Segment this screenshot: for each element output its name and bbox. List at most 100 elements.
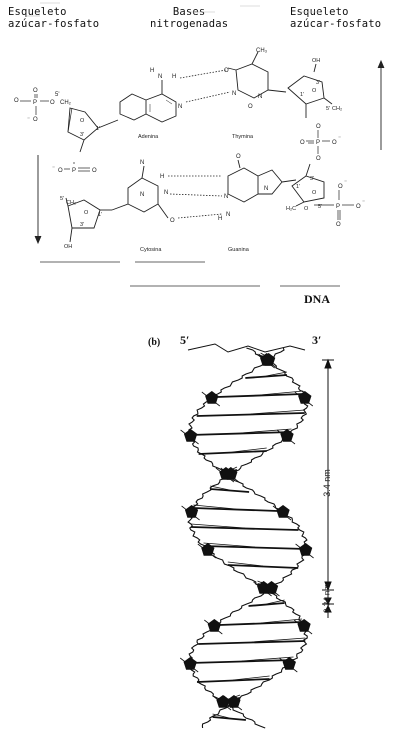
guanine-rings [227, 159, 297, 203]
phosphate-link [293, 619, 313, 635]
svg-text:O: O [304, 206, 309, 212]
base-pair-rung [190, 523, 299, 531]
left-sugar-top [67, 107, 119, 153]
svg-text:3': 3' [80, 132, 84, 138]
sugar-pentagon [205, 391, 219, 404]
svg-text:⁻: ⁻ [344, 180, 347, 186]
svg-text:O: O [58, 168, 63, 174]
cytosine-ring [111, 165, 169, 219]
base-pair-rung [196, 675, 270, 683]
svg-text:N: N [258, 94, 262, 100]
phosphate-link [181, 505, 200, 521]
five-prime-end-label: 5′ [180, 333, 190, 347]
sugar-pentagon [184, 505, 199, 518]
svg-text:N: N [164, 190, 168, 196]
phosphate-link [258, 353, 277, 369]
sugar-pentagon [183, 657, 197, 670]
svg-text:5': 5' [326, 106, 330, 112]
base-pair-rung [248, 599, 285, 607]
left-backbone-header: Esqueleto azúcar-fosfato [8, 6, 99, 30]
svg-text:O: O [300, 140, 305, 146]
svg-text:O: O [80, 118, 85, 124]
left-header-line2: azúcar-fosfato [8, 18, 100, 30]
phosphate-link [276, 429, 296, 445]
left-strand-arrow [34, 155, 42, 245]
svg-text:⁻: ⁻ [362, 200, 365, 206]
svg-text:N: N [140, 192, 144, 198]
panel-label: (b) [148, 337, 161, 348]
svg-text:5': 5' [60, 196, 64, 202]
phosphate-link [215, 467, 235, 483]
base-pair-rung [189, 656, 294, 664]
thymine-label: Thymina [232, 134, 254, 140]
sugar-pentagon [297, 619, 311, 632]
svg-text:O: O [248, 104, 253, 110]
svg-text:P: P [316, 140, 320, 146]
base-pair-rung [189, 428, 292, 436]
base-pair-rung [198, 447, 267, 455]
svg-text:O: O [312, 88, 317, 94]
svg-text:H: H [172, 74, 176, 80]
center-bases-header: Bases nitrogenadas [150, 6, 228, 30]
phosphate-link [272, 505, 292, 521]
right-strand-arrow [377, 59, 385, 150]
svg-text:CH₃: CH₃ [256, 48, 268, 54]
sugar-pentagon [298, 391, 312, 404]
svg-text:O: O [332, 140, 337, 146]
svg-text:O: O [14, 98, 19, 104]
base-pair-rung [216, 390, 304, 398]
phosphate-link [294, 391, 314, 407]
guanine-label: Guanina [228, 247, 249, 253]
svg-text:OH: OH [312, 58, 320, 64]
adenine-label: Adenina [138, 134, 159, 140]
svg-text:1': 1' [98, 212, 102, 218]
svg-text:N: N [140, 160, 144, 166]
svg-text:N: N [226, 212, 230, 218]
svg-text:O: O [338, 184, 343, 190]
svg-text:1': 1' [300, 92, 304, 98]
cytosine-label: Cytosina [140, 247, 162, 253]
svg-text:P: P [72, 168, 76, 174]
base-pair-rung [212, 713, 246, 721]
sugar-pentagon [183, 429, 198, 442]
svg-text:5': 5' [318, 204, 322, 210]
right-header-line2: azúcar-fosfato [290, 18, 382, 30]
base-pair-rung [219, 618, 303, 626]
left-header-line1: Esqueleto [8, 6, 67, 18]
helix-top-ends [187, 343, 306, 353]
svg-text:N: N [232, 91, 236, 97]
svg-text:N: N [178, 104, 182, 110]
sugar-pentagon [264, 581, 279, 594]
svg-text:⁻: ⁻ [27, 117, 30, 123]
svg-text:O: O [336, 222, 341, 228]
thymine-ring [227, 51, 287, 99]
right-sugar-top [287, 63, 333, 118]
sugar-pentagon [280, 429, 294, 442]
svg-text:N: N [264, 186, 268, 192]
phosphate-link [204, 619, 223, 635]
svg-text:CH₂: CH₂ [332, 106, 342, 112]
sugar-pentagon [298, 543, 313, 556]
svg-text:O: O [33, 117, 38, 123]
svg-text:O: O [316, 124, 321, 130]
svg-text:O: O [356, 204, 361, 210]
svg-text:O: O [312, 190, 317, 196]
base-pair-rung [245, 371, 288, 379]
adenine-rings [119, 80, 177, 123]
svg-text:O: O [84, 210, 89, 216]
svg-text:H: H [150, 68, 154, 74]
svg-text:H₂C: H₂C [286, 206, 296, 212]
rise-label: 0.34 nm [322, 584, 332, 613]
sugar-pentagon [207, 619, 221, 632]
phosphate-link [197, 543, 217, 559]
svg-text:1': 1' [96, 126, 100, 132]
svg-text:H: H [218, 216, 222, 222]
svg-text:O: O [170, 218, 175, 224]
left-sugar-bottom [65, 197, 112, 243]
phosphate-link [261, 581, 280, 597]
